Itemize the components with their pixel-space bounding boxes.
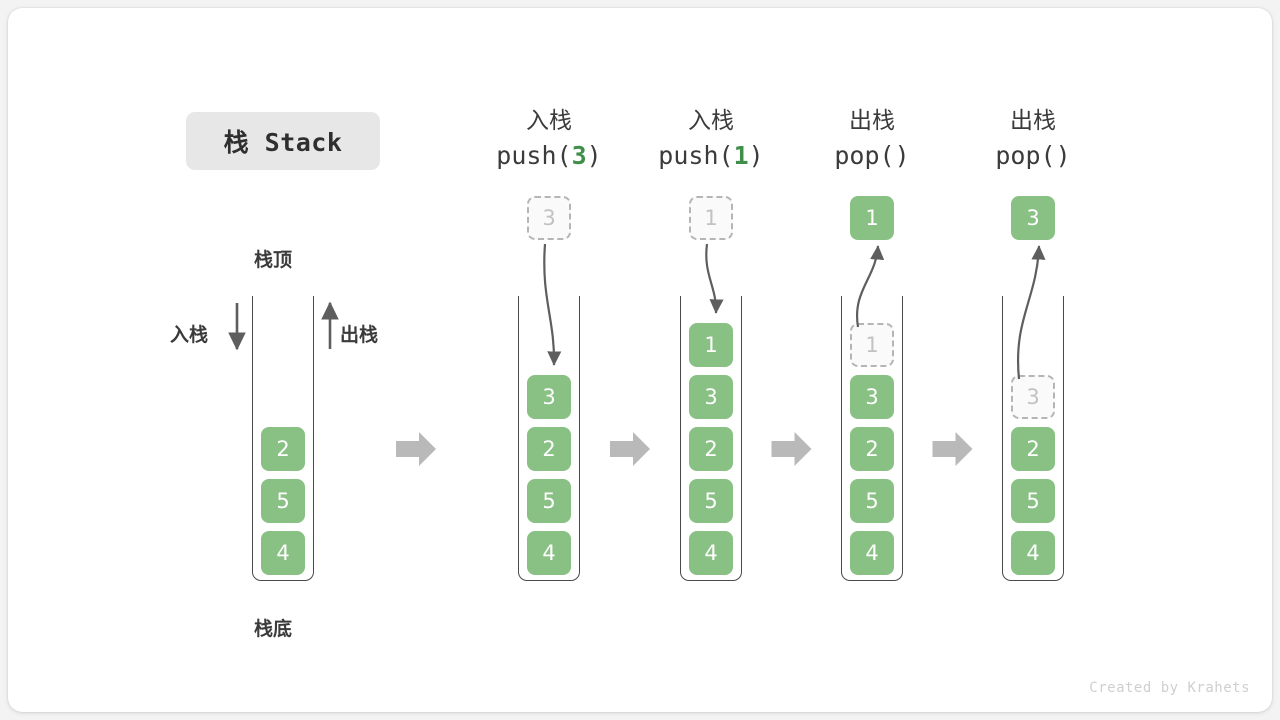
column-header-code: push(1) xyxy=(658,141,764,170)
stack-container-pop1 xyxy=(841,296,903,581)
stack-tube-outline xyxy=(680,296,742,581)
stack-cell: 2 xyxy=(527,427,571,471)
column-header-cn: 出栈 xyxy=(849,108,895,134)
stack-cell: 2 xyxy=(261,427,305,471)
stack-container-push3 xyxy=(518,296,580,581)
column-header-code-arg: 1 xyxy=(733,141,749,170)
floating-element-push1: 1 xyxy=(689,196,733,240)
stack-cell: 3 xyxy=(689,375,733,419)
stack-cell: 2 xyxy=(689,427,733,471)
stack-cell: 4 xyxy=(527,531,571,575)
column-header-code-arg: 3 xyxy=(571,141,587,170)
stack-top-label: 栈顶 xyxy=(254,249,293,271)
floating-element-pop3: 3 xyxy=(1011,196,1055,240)
stack-cell: 4 xyxy=(1011,531,1055,575)
stack-tube-outline xyxy=(252,296,314,581)
floating-element-push3: 3 xyxy=(527,196,571,240)
stack-cell: 2 xyxy=(850,427,894,471)
stack-cell: 4 xyxy=(850,531,894,575)
column-header-code: pop() xyxy=(834,141,910,170)
column-header-push3: 入栈 push(3) xyxy=(459,104,639,174)
column-header-push1: 入栈 push(1) xyxy=(621,104,801,174)
stack-container-pop3 xyxy=(1002,296,1064,581)
stack-container-push1 xyxy=(680,296,742,581)
stack-cell: 3 xyxy=(527,375,571,419)
stack-cell: 5 xyxy=(1011,479,1055,523)
stack-title-text: 栈 Stack xyxy=(223,128,343,157)
stack-cell: 5 xyxy=(850,479,894,523)
column-header-cn: 出栈 xyxy=(1010,108,1056,134)
pop-direction-label: 出栈 xyxy=(340,324,379,346)
stack-bottom-label: 栈底 xyxy=(254,618,293,640)
column-header-code: push(3) xyxy=(496,141,602,170)
column-header-cn: 入栈 xyxy=(688,108,734,134)
stack-tube-outline xyxy=(841,296,903,581)
column-header-pop1: 出栈 pop() xyxy=(782,104,962,174)
stack-cell: 1 xyxy=(850,323,894,367)
watermark: Created by Krahets xyxy=(1089,680,1250,696)
stack-cell: 1 xyxy=(689,323,733,367)
column-header-pop3: 出栈 pop() xyxy=(943,104,1123,174)
push-direction-label: 入栈 xyxy=(170,324,209,346)
stack-cell: 5 xyxy=(261,479,305,523)
stack-cell: 2 xyxy=(1011,427,1055,471)
column-header-code: pop() xyxy=(995,141,1071,170)
stack-tube-outline xyxy=(518,296,580,581)
stack-cell: 3 xyxy=(1011,375,1055,419)
stack-container-initial xyxy=(252,296,314,581)
stack-cell: 4 xyxy=(689,531,733,575)
stack-tube-outline xyxy=(1002,296,1064,581)
stack-cell: 4 xyxy=(261,531,305,575)
floating-element-pop1: 1 xyxy=(850,196,894,240)
stack-cell: 3 xyxy=(850,375,894,419)
stack-cell: 5 xyxy=(527,479,571,523)
stack-title-badge: 栈 Stack xyxy=(186,112,380,170)
stack-cell: 5 xyxy=(689,479,733,523)
column-header-cn: 入栈 xyxy=(526,108,572,134)
